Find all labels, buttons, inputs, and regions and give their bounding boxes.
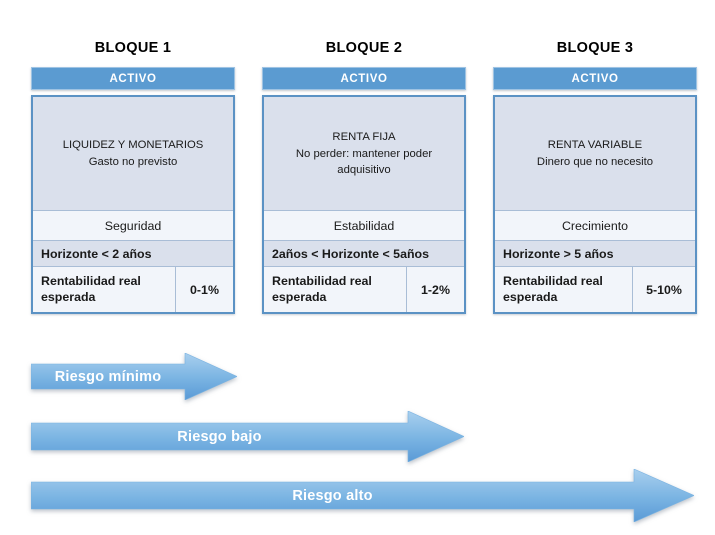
block-title: BLOQUE 1 [94,40,172,56]
asset-cell: RENTA FIJA No perder: mantener poder adq… [264,97,464,210]
asset-purpose: No perder: mantener poder adquisitivo [295,147,433,177]
quality-cell: Seguridad [33,211,233,240]
block-header-label: ACTIVO [571,72,619,85]
block-header-bar: ACTIVO [31,67,235,90]
asset-cell: RENTA VARIABLE Dinero que no necesito [495,97,695,210]
horizon-cell: 2años < Horizonte < 5años [264,241,464,266]
asset-cell: LIQUIDEZ Y MONETARIOS Gasto no previsto [33,97,233,210]
table-row: RENTA VARIABLE Dinero que no necesito [495,97,695,211]
block-header-label: ACTIVO [109,72,157,85]
asset-name: LIQUIDEZ Y MONETARIOS [62,138,204,151]
horizon-cell: Horizonte < 2 años [33,241,233,266]
asset-purpose: Gasto no previsto [88,156,178,168]
risk-arrow-bajo: Riesgo bajo [31,411,464,462]
block-table: RENTA VARIABLE Dinero que no necesito Cr… [493,95,697,314]
block-header-bar: ACTIVO [493,67,697,90]
block-table: LIQUIDEZ Y MONETARIOS Gasto no previsto … [31,95,235,314]
arrow-shape-icon [31,469,694,522]
block-column-2: BLOQUE 2 ACTIVO RENTA FIJA No perder: ma… [262,40,466,314]
block-column-3: BLOQUE 3 ACTIVO RENTA VARIABLE Dinero qu… [493,40,697,314]
return-value: 5-10% [646,282,682,297]
block-header-label: ACTIVO [340,72,388,85]
return-value: 1-2% [421,282,450,297]
block-title: BLOQUE 3 [556,40,634,56]
return-label: Rentabilidad real esperada [264,267,407,312]
table-row: Seguridad [33,211,233,241]
return-value: 0-1% [190,282,219,297]
table-row: LIQUIDEZ Y MONETARIOS Gasto no previsto [33,97,233,211]
table-row: Rentabilidad real esperada 0-1% [33,267,233,312]
quality-cell: Crecimiento [495,211,695,240]
block-column-1: BLOQUE 1 ACTIVO LIQUIDEZ Y MONETARIOS Ga… [31,40,235,314]
block-table: RENTA FIJA No perder: mantener poder adq… [262,95,466,314]
horizon-cell: Horizonte > 5 años [495,241,695,266]
table-row: Horizonte > 5 años [495,241,695,267]
asset-name: RENTA FIJA [332,130,396,143]
risk-arrow-alto: Riesgo alto [31,469,694,522]
table-row: Crecimiento [495,211,695,241]
block-title: BLOQUE 2 [325,40,403,56]
table-row: RENTA FIJA No perder: mantener poder adq… [264,97,464,211]
block-header-bar: ACTIVO [262,67,466,90]
return-label: Rentabilidad real esperada [33,267,176,312]
asset-purpose: Dinero que no necesito [536,156,654,168]
risk-arrow-minimo: Riesgo mínimo [31,353,237,400]
table-row: Rentabilidad real esperada 1-2% [264,267,464,312]
table-row: Rentabilidad real esperada 5-10% [495,267,695,312]
quality-cell: Estabilidad [264,211,464,240]
arrow-shape-icon [31,353,237,400]
arrow-shape-icon [31,411,464,462]
return-row: Rentabilidad real esperada 0-1% [33,267,233,312]
return-label: Rentabilidad real esperada [495,267,633,312]
return-row: Rentabilidad real esperada 1-2% [264,267,464,312]
return-row: Rentabilidad real esperada 5-10% [495,267,695,312]
table-row: Horizonte < 2 años [33,241,233,267]
table-row: 2años < Horizonte < 5años [264,241,464,267]
asset-name: RENTA VARIABLE [547,138,643,151]
table-row: Estabilidad [264,211,464,241]
